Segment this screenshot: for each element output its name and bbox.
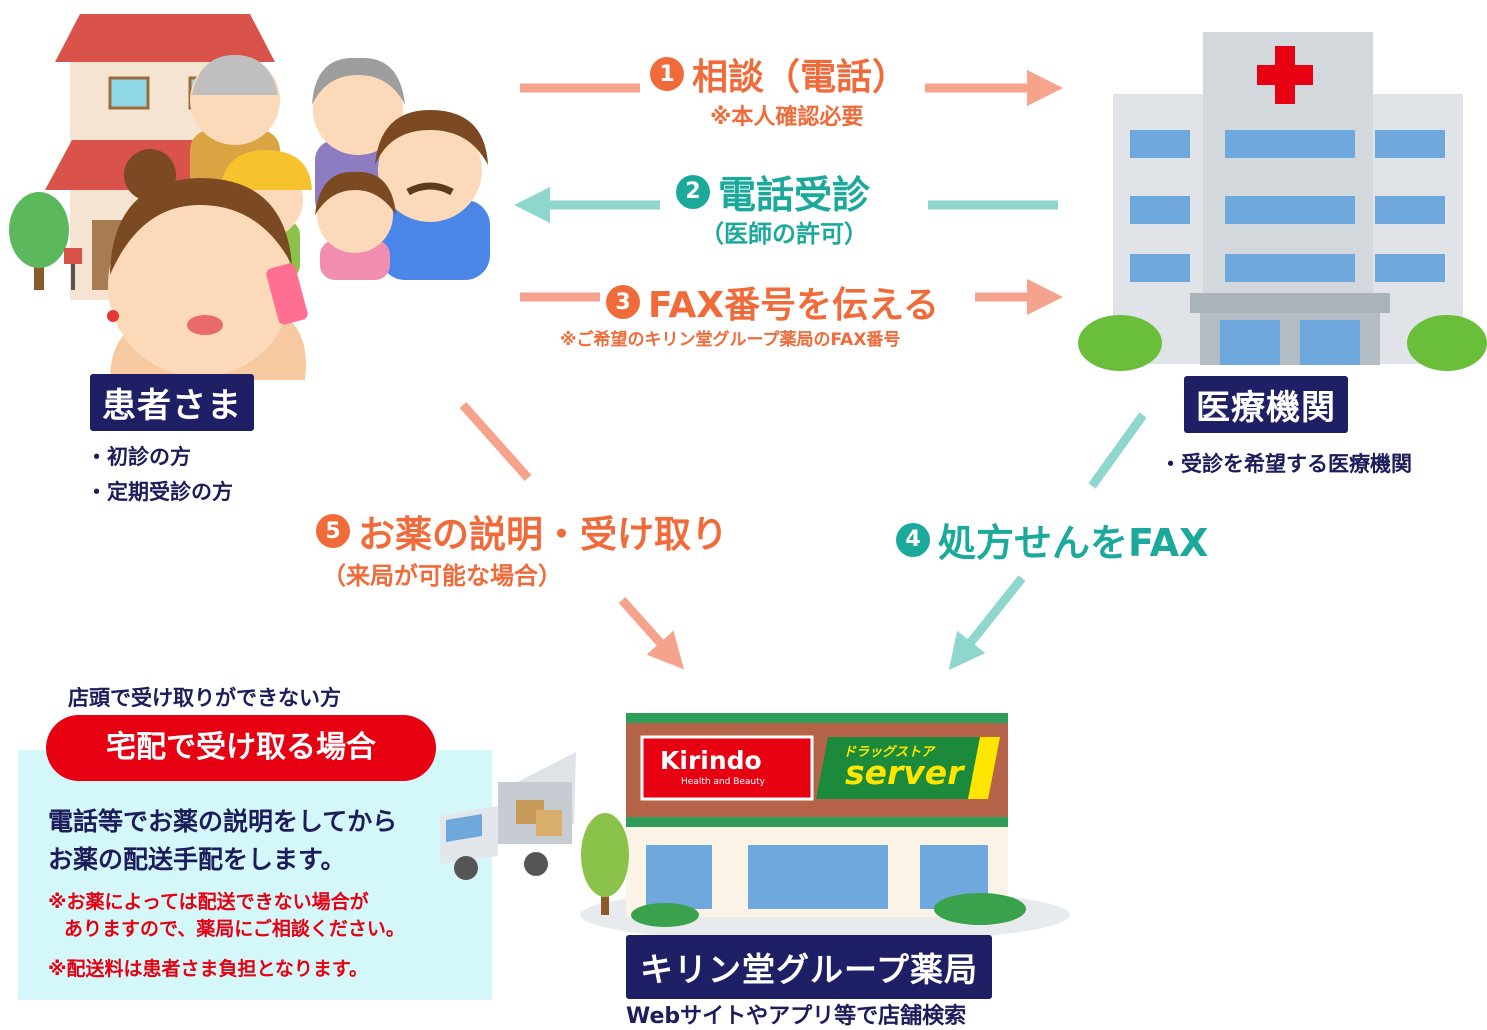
delivery-pill: 宅配で受け取る場合 bbox=[46, 715, 436, 781]
delivery-warning-1-line-2: ありますので、薬局にご相談ください。 bbox=[64, 918, 405, 940]
kirindo-sign bbox=[640, 735, 814, 801]
mother-figure bbox=[107, 149, 308, 380]
step-4-title: 4 処方せんをFAX bbox=[896, 512, 1208, 567]
hospital-bullet: ・受診を希望する医療機関 bbox=[1160, 452, 1412, 476]
pharmacy-store-illustration bbox=[580, 713, 1070, 943]
server-sign bbox=[816, 737, 1000, 799]
step-1-number: 1 bbox=[650, 57, 684, 91]
delivery-truck-icon bbox=[440, 752, 576, 880]
step-4-number: 4 bbox=[896, 522, 930, 557]
tree-icon-pharmacy bbox=[581, 813, 629, 915]
red-cross-icon bbox=[1257, 46, 1313, 104]
server-sign-top-text: ドラッグストア bbox=[843, 745, 935, 760]
patient-bullet-regular-visit: ・定期受診の方 bbox=[86, 480, 233, 504]
step-2-title: 2 電話受診 bbox=[676, 164, 870, 219]
arrow-5-bottom bbox=[618, 597, 684, 670]
step-3-note: ※ご希望のキリン堂グループ薬局のFAX番号 bbox=[560, 330, 901, 350]
arrow-5-top bbox=[459, 402, 532, 481]
delivery-body-line-2: お薬の配送手配をします。 bbox=[48, 845, 346, 874]
patient-family-illustration bbox=[9, 14, 490, 380]
step-1-title: 1 相談（電話） bbox=[650, 48, 908, 100]
step-5-title: 5 お薬の説明・受け取り bbox=[316, 504, 728, 558]
arrow-4-top bbox=[1088, 412, 1147, 489]
pharmacy-subtext: Webサイトやアプリ等で店舗検索 bbox=[626, 1004, 967, 1029]
bush-icon bbox=[631, 893, 1026, 927]
step-5-number: 5 bbox=[316, 514, 350, 548]
delivery-warning-2: ※配送料は患者さま負担となります。 bbox=[48, 958, 369, 980]
step-2-note: （医師の許可） bbox=[700, 220, 868, 248]
girl-figure bbox=[315, 171, 396, 280]
hospital-illustration bbox=[1078, 32, 1487, 371]
server-sign-text: server bbox=[845, 753, 964, 792]
patient-bullet-first-visit: ・初診の方 bbox=[86, 445, 191, 469]
father-figure bbox=[375, 110, 490, 280]
arrow-4-bottom bbox=[948, 575, 1026, 671]
delivery-warning-1-line-1: ※お薬によっては配送できない場合が bbox=[48, 891, 369, 913]
delivery-body-line-1: 電話等でお薬の説明をしてから bbox=[48, 807, 398, 836]
tree-icon bbox=[9, 192, 69, 290]
step-3-number: 3 bbox=[606, 285, 640, 319]
bush-right-icon bbox=[1407, 315, 1487, 371]
step-3-title: 3 FAX番号を伝える bbox=[606, 276, 939, 328]
hospital-label: 医療機関 bbox=[1184, 376, 1348, 433]
step-5-note: （来局が可能な場合） bbox=[322, 562, 562, 590]
delivery-heading: 店頭で受け取りができない方 bbox=[68, 686, 341, 710]
patient-label: 患者さま bbox=[90, 374, 254, 431]
kirindo-sign-text: Kirindo bbox=[660, 746, 762, 775]
step-2-number: 2 bbox=[676, 174, 710, 209]
pharmacy-label: キリン堂グループ薬局 bbox=[626, 935, 993, 999]
delivery-panel bbox=[18, 750, 492, 1000]
kirindo-sign-subtext: Health and Beauty bbox=[681, 777, 765, 787]
bush-left-icon bbox=[1078, 315, 1162, 371]
step-1-note: ※本人確認必要 bbox=[710, 105, 864, 130]
